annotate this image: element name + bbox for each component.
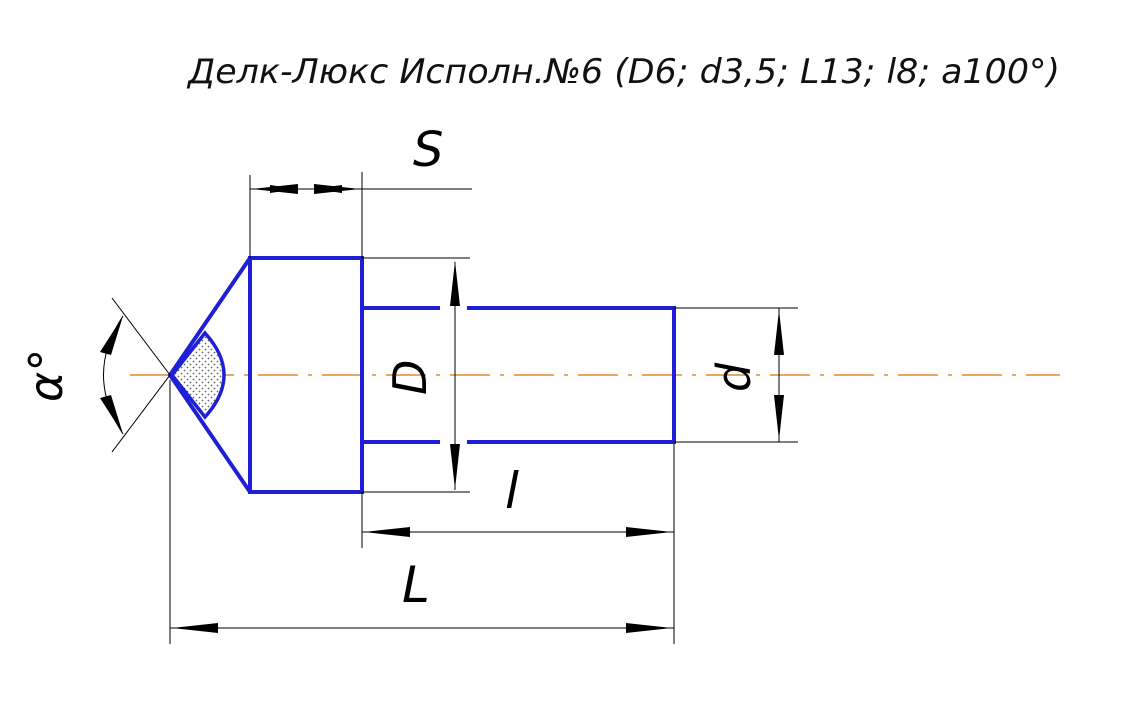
head-body: [248, 256, 364, 494]
diamond-insert: [169, 330, 226, 420]
label-small-l: l: [505, 462, 519, 520]
part-outline: [167, 256, 676, 494]
label-big-d: D: [383, 360, 437, 395]
label-s: S: [413, 122, 443, 178]
label-alpha: α°: [19, 349, 73, 402]
label-big-l: L: [402, 556, 430, 614]
drawing-title: Делк-Люкс Исполн.№6 (D6; d3,5; L13; l8; …: [186, 52, 1060, 92]
arrowheads: [100, 184, 784, 633]
label-small-d: d: [707, 362, 761, 392]
